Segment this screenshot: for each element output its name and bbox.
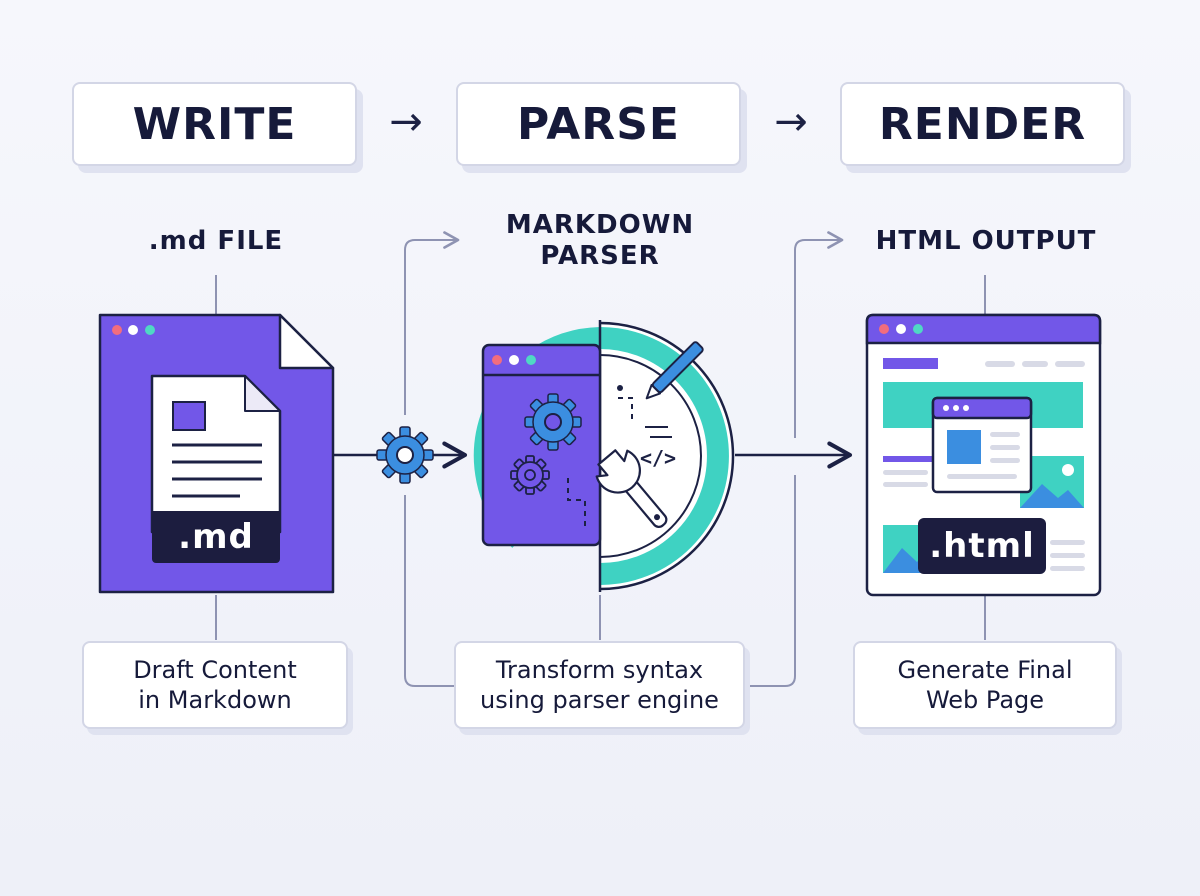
caption-render: Generate Final Web Page <box>853 641 1117 729</box>
pen-icon <box>645 341 704 400</box>
caption-render-line1: Generate Final <box>897 656 1073 684</box>
arrow-right-icon: → <box>774 99 808 145</box>
caption-write-line1: Draft Content <box>133 656 297 684</box>
caption-parse: Transform syntax using parser engine <box>454 641 745 729</box>
parser-illustration <box>473 320 735 592</box>
caption-parse-line2: using parser engine <box>480 686 719 714</box>
md-file-title: .md FILE <box>148 226 284 256</box>
stage-write: WRITE <box>72 82 357 166</box>
gear-icon <box>510 455 550 495</box>
stage-parse: PARSE <box>456 82 741 166</box>
caption-write: Draft Content in Markdown <box>82 641 348 729</box>
stage-write-label: WRITE <box>132 98 297 150</box>
stage-render-label: RENDER <box>878 98 1087 150</box>
caption-write-line2: in Markdown <box>138 686 292 714</box>
caption-parse-line1: Transform syntax <box>495 656 704 684</box>
html-badge: .html <box>918 518 1046 574</box>
md-badge: .md <box>152 511 280 563</box>
arrow-right-icon: → <box>389 99 423 145</box>
parser-title-line2: PARSER <box>540 241 660 272</box>
connectors <box>215 231 986 687</box>
stage-parse-label: PARSE <box>517 98 680 150</box>
wrench-icon <box>595 449 668 528</box>
gear-icon <box>376 426 434 484</box>
document-icon <box>150 374 282 534</box>
gear-icon <box>524 393 582 451</box>
caption-render-line2: Web Page <box>925 686 1045 714</box>
html-output-title: HTML OUTPUT <box>875 226 1097 256</box>
stage-render: RENDER <box>840 82 1125 166</box>
parser-title-line1: MARKDOWN <box>505 210 695 240</box>
code-icon: </> <box>639 446 677 470</box>
parser-title: MARKDOWN PARSER <box>460 210 740 272</box>
